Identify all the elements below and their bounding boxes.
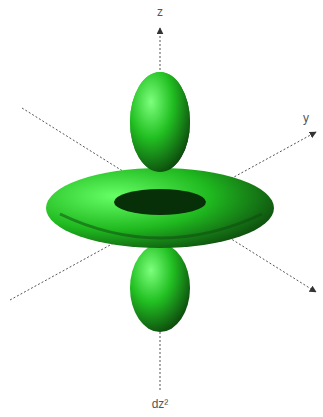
torus-hole [114,189,206,215]
axis-label: z [156,5,164,19]
axis-lines [10,28,316,390]
lower-lobe [130,244,190,332]
upper-lobe-front [130,72,190,172]
upper-lobe [130,72,190,172]
axis-label: y [302,111,310,125]
ring-shade [60,214,262,238]
orbital-caption: dz² [151,397,170,411]
torus-ring [46,168,274,248]
